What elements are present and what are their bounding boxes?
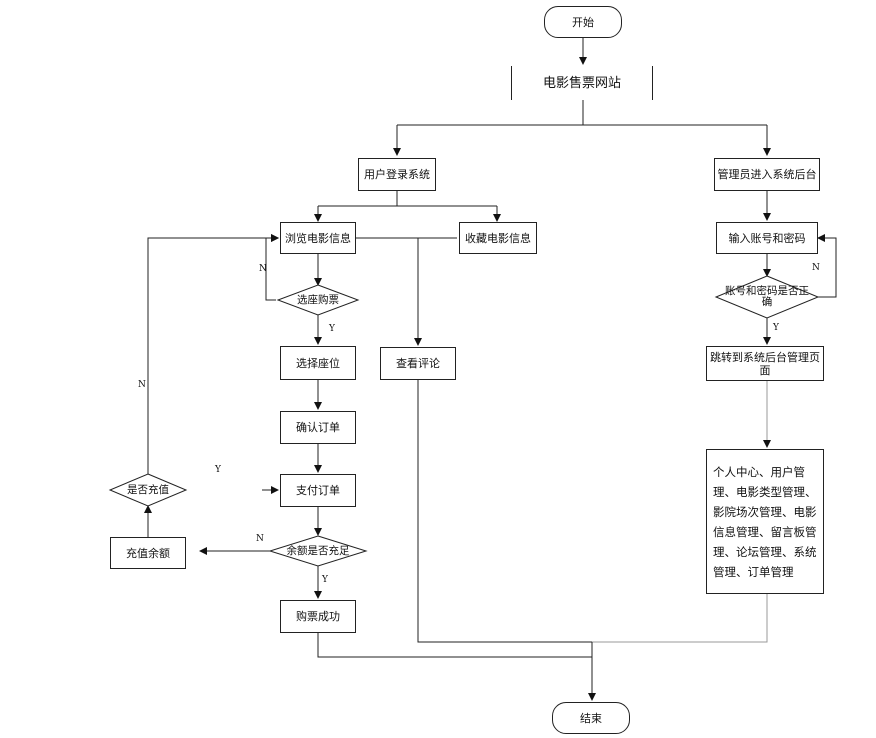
- view-comments-node: 查看评论: [380, 347, 456, 380]
- input-account-node: 输入账号和密码: [716, 222, 818, 254]
- select-ticket-no-label: N: [259, 264, 267, 274]
- purchase-success-node: 购票成功: [280, 600, 356, 633]
- select-ticket-diamond: [276, 284, 360, 316]
- choose-seat-node: 选择座位: [280, 346, 356, 380]
- account-correct-diamond: [714, 275, 820, 319]
- select-ticket-yes-label: Y: [329, 324, 335, 334]
- admin-functions-node: 个人中心、用户管理、电影类型管理、影院场次管理、电影信息管理、留言板管理、论坛管…: [706, 449, 824, 594]
- recharge-check-label: 是否充值: [127, 483, 169, 496]
- account-correct-label: 账号和密码是否正确: [725, 285, 809, 308]
- admin-backend-node: 管理员进入系统后台: [714, 158, 820, 191]
- recharge-check-yes-label: Y: [215, 465, 221, 475]
- browse-movies-node: 浏览电影信息: [280, 222, 356, 254]
- recharge-balance-node: 充值余额: [110, 537, 186, 569]
- pay-order-node: 支付订单: [280, 474, 356, 507]
- site-node: 电影售票网站: [511, 66, 653, 100]
- start-node: 开始: [544, 6, 622, 38]
- balance-check-diamond: [268, 535, 368, 567]
- recharge-check-no-label: N: [138, 380, 146, 390]
- balance-check-yes-label: Y: [322, 575, 328, 585]
- account-correct-no-label: N: [812, 263, 820, 273]
- user-login-node: 用户登录系统: [358, 158, 436, 191]
- favorite-movies-node: 收藏电影信息: [459, 222, 537, 254]
- jump-admin-page-node: 跳转到系统后台管理页面: [706, 346, 824, 381]
- confirm-order-node: 确认订单: [280, 411, 356, 444]
- balance-check-label: 余额是否充足: [286, 544, 350, 557]
- recharge-check-diamond: [108, 473, 188, 507]
- end-node: 结束: [552, 702, 630, 734]
- account-correct-yes-label: Y: [773, 323, 779, 333]
- select-ticket-label: 选座购票: [297, 293, 339, 306]
- balance-check-no-label: N: [256, 534, 264, 544]
